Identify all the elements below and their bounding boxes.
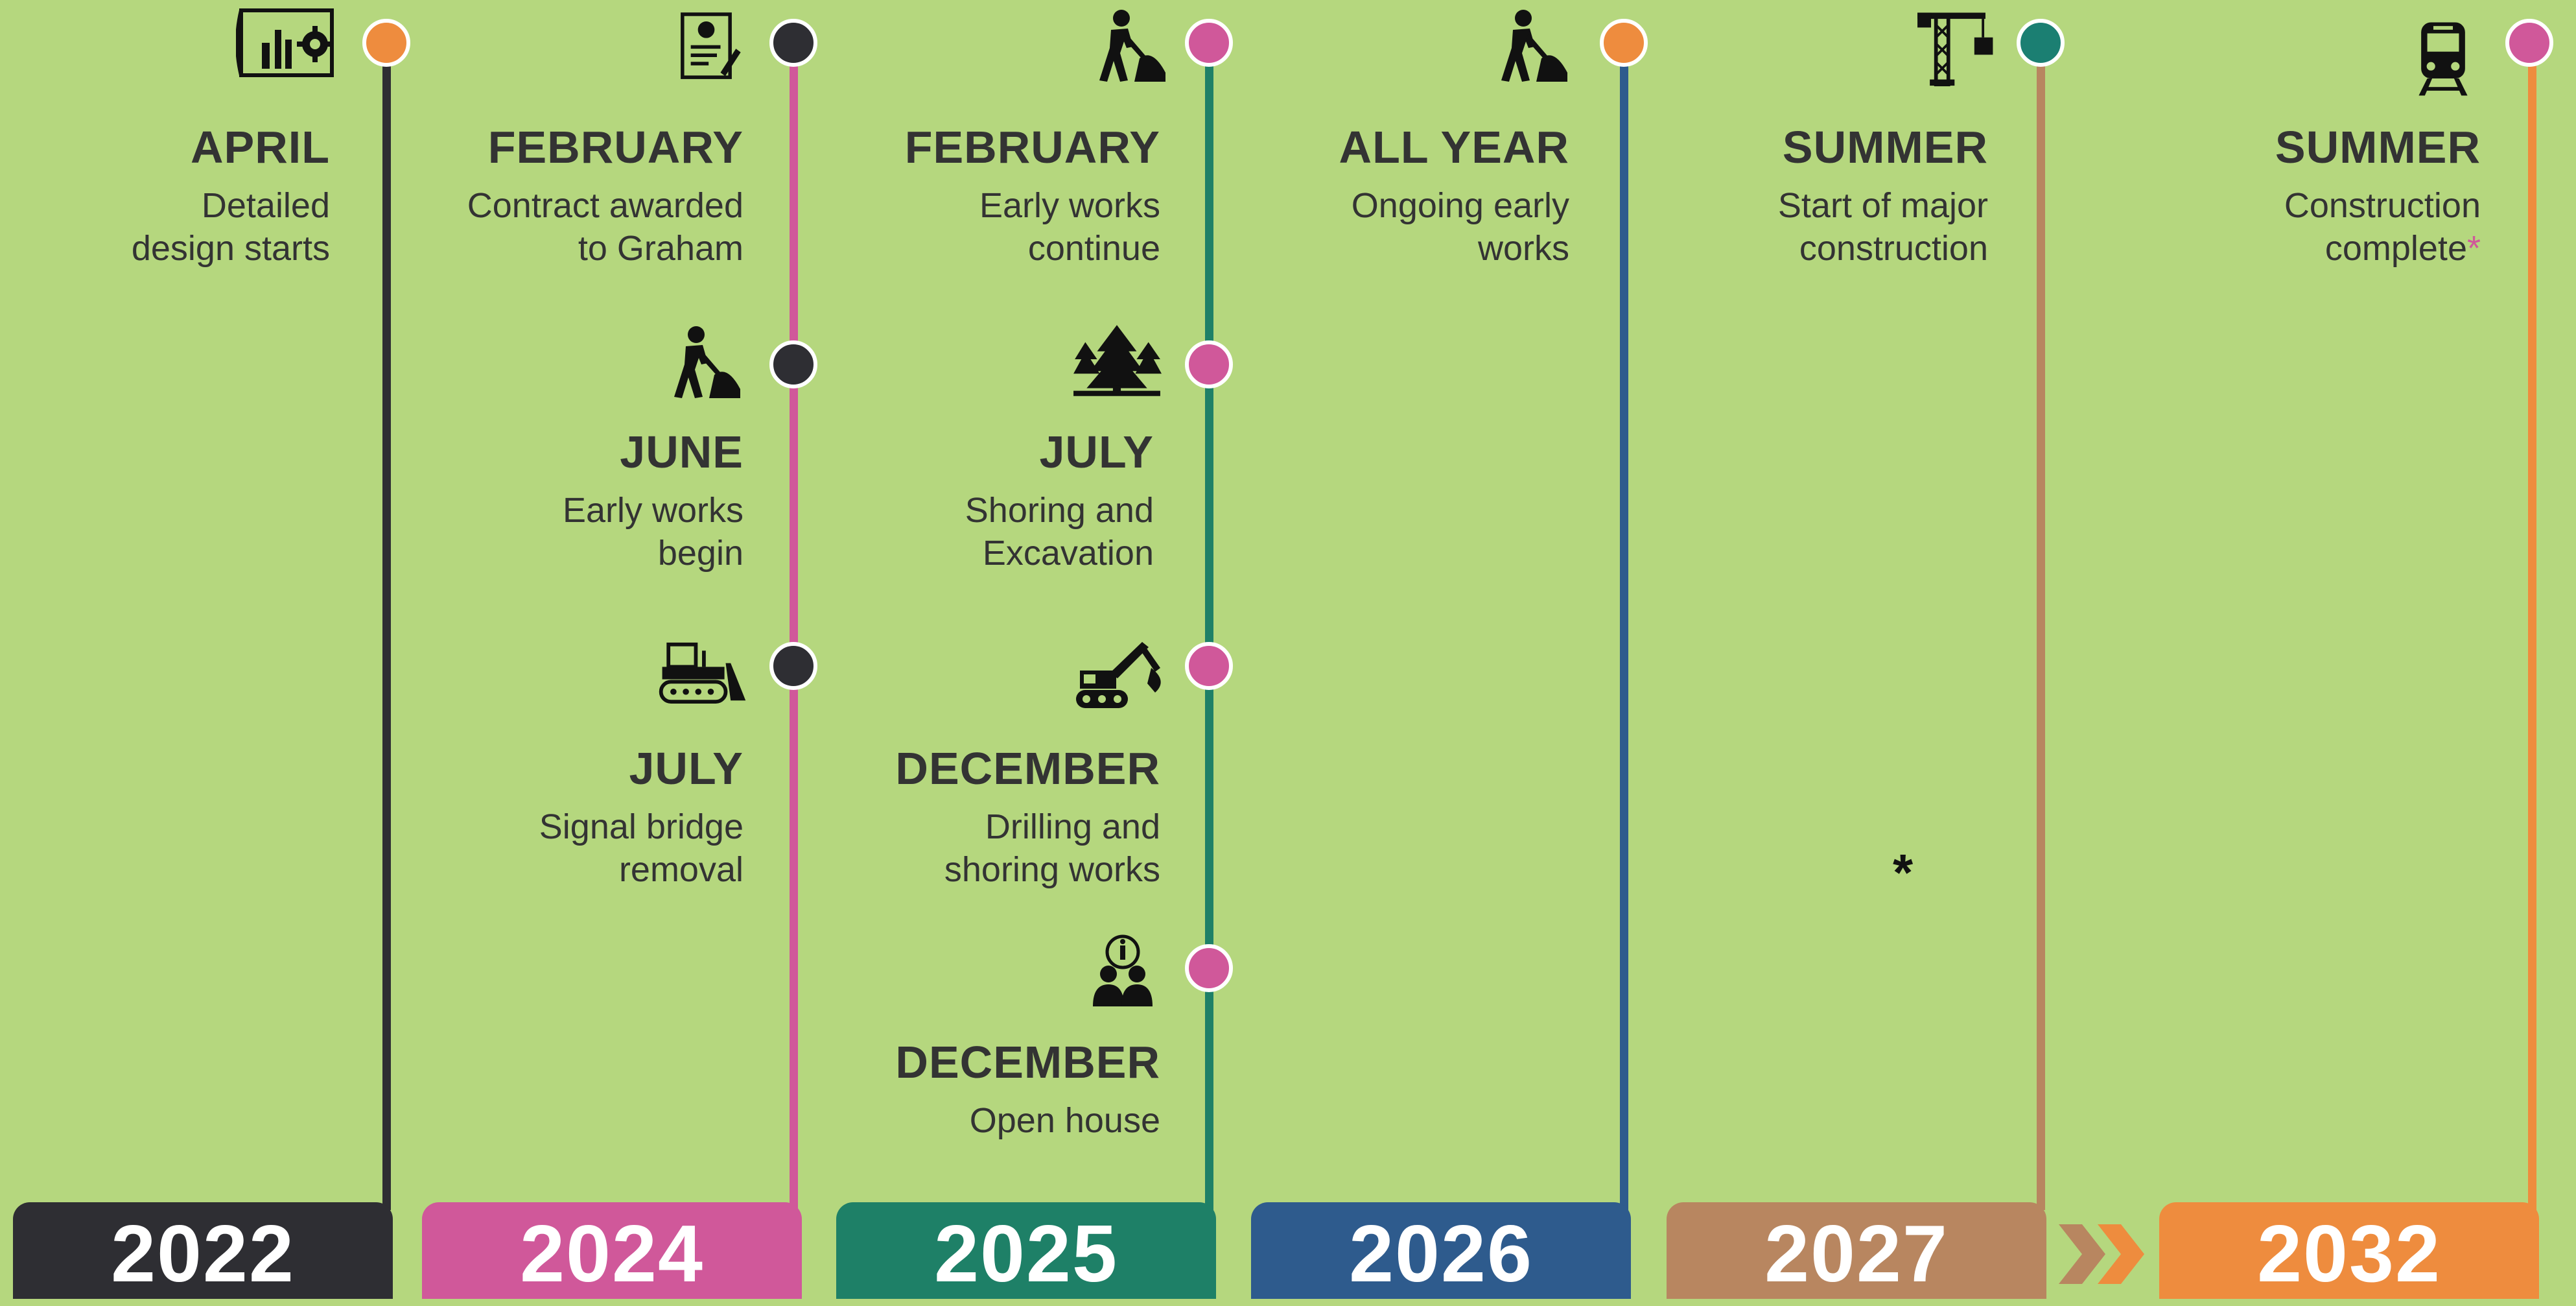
- event-description: Construction complete*: [2275, 184, 2481, 270]
- event-dot: [2505, 19, 2553, 67]
- trees-icon: [1071, 322, 1163, 402]
- event-dot: [1185, 19, 1233, 67]
- event-dot: [1185, 340, 1233, 388]
- event-description: Shoring and Excavation: [965, 491, 1154, 573]
- event-title: APRIL: [191, 122, 330, 172]
- event-description: Start of major construction: [1777, 186, 1988, 268]
- event-title: SUMMER: [1782, 122, 1988, 172]
- footnote-asterisk: *: [1893, 844, 1914, 901]
- event-description: Early works begin: [562, 491, 744, 573]
- event-title: JULY: [629, 743, 744, 794]
- event-title: DECEMBER: [895, 1037, 1160, 1087]
- event-title: SUMMER: [2275, 122, 2481, 172]
- event-description: Drilling and shoring works: [944, 807, 1160, 889]
- event-title: FEBRUARY: [904, 122, 1160, 172]
- event-2025-december-open-house: DECEMBER Open house: [895, 1039, 1160, 1142]
- event-2024-june: JUNE Early works begin: [563, 429, 744, 575]
- event-description-text: Construction complete: [2284, 186, 2481, 268]
- event-description: Ongoing early works: [1351, 186, 1569, 268]
- crane-icon: [1915, 6, 2002, 87]
- event-2025-february: FEBRUARY Early works continue: [905, 125, 1160, 270]
- event-dot: [362, 19, 410, 67]
- double-chevron-right-icon: [2056, 1222, 2153, 1287]
- event-description: Signal bridge removal: [539, 807, 744, 889]
- event-description: Contract awarded to Graham: [467, 186, 744, 268]
- year-badge-2032: 2032: [2159, 1202, 2539, 1299]
- year-badge-2027: 2027: [1667, 1202, 2046, 1299]
- bulldozer-icon: [656, 638, 749, 707]
- timeline-line-2027: [2037, 43, 2045, 1210]
- contract-handshake-icon: [674, 9, 745, 84]
- timeline-line-2024: [790, 43, 798, 1210]
- event-title: JULY: [1039, 427, 1154, 477]
- event-2027-summer: SUMMER Start of major construction: [1778, 125, 1988, 270]
- excavator-icon: [1071, 635, 1168, 713]
- event-2025-december-drilling: DECEMBER Drilling and shoring works: [895, 746, 1160, 891]
- timeline-line-2026: [1620, 43, 1628, 1210]
- event-title: JUNE: [620, 427, 744, 477]
- timeline-line-2032: [2528, 43, 2536, 1210]
- worker-shovel-icon: [662, 324, 747, 402]
- worker-shovel-icon: [1490, 8, 1574, 86]
- event-title: DECEMBER: [895, 743, 1160, 794]
- people-info-icon: [1084, 934, 1162, 1012]
- year-badge-2026: 2026: [1251, 1202, 1631, 1299]
- worker-shovel-icon: [1088, 8, 1172, 86]
- event-dot: [1185, 944, 1233, 992]
- event-2024-july: JULY Signal bridge removal: [539, 746, 744, 891]
- year-badge-2024: 2024: [422, 1202, 802, 1299]
- event-dot: [1185, 642, 1233, 690]
- year-badge-2025: 2025: [836, 1202, 1216, 1299]
- year-badge-2022: 2022: [13, 1202, 393, 1299]
- event-2025-july: JULY Shoring and Excavation: [965, 429, 1154, 575]
- event-description: Detailed design starts: [131, 186, 330, 268]
- event-dot: [769, 340, 817, 388]
- event-title: ALL YEAR: [1339, 122, 1569, 172]
- train-icon: [2413, 18, 2474, 99]
- event-description: Early works continue: [979, 186, 1160, 268]
- event-2032-summer: SUMMER Construction complete*: [2275, 125, 2481, 270]
- asterisk-marker: *: [2466, 229, 2481, 268]
- timeline-line-2022: [382, 43, 391, 1210]
- timeline-line-2025: [1205, 43, 1213, 1210]
- event-title: FEBRUARY: [487, 122, 744, 172]
- event-dot: [2017, 19, 2065, 67]
- event-dot: [769, 642, 817, 690]
- event-2022-april: APRIL Detailed design starts: [132, 125, 330, 270]
- event-description: Open house: [969, 1101, 1160, 1140]
- blueprint-gear-icon: [236, 4, 340, 82]
- event-dot: [769, 19, 817, 67]
- event-2026-all-year: ALL YEAR Ongoing early works: [1339, 125, 1569, 270]
- event-2024-february: FEBRUARY Contract awarded to Graham: [467, 125, 744, 270]
- event-dot: [1600, 19, 1648, 67]
